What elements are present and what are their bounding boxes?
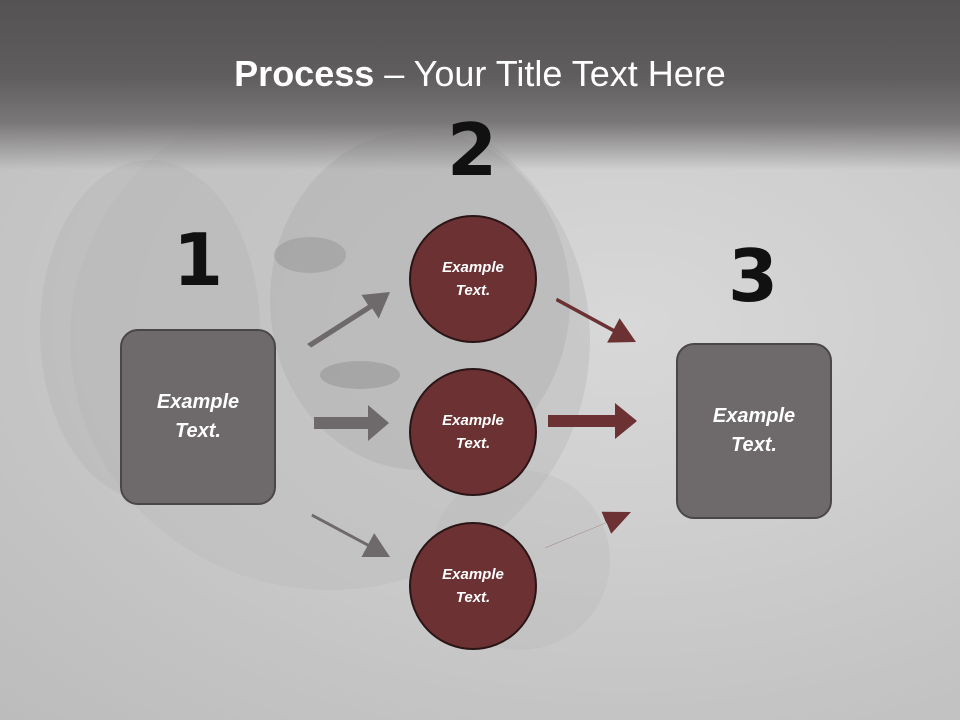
arrow-left-to-top: [307, 292, 390, 348]
step-number-3: 3: [727, 234, 779, 318]
circle-top: Example Text.: [409, 215, 537, 343]
step-number-1: 1: [172, 218, 224, 302]
arrow-left-to-middle: [314, 405, 389, 441]
circle-bottom-text: Example Text.: [442, 566, 504, 606]
step-number-2: 2: [446, 108, 498, 192]
circle-bottom: Example Text.: [409, 522, 537, 650]
title-bold: Process: [234, 53, 375, 94]
left-box-text: Example Text.: [156, 391, 240, 442]
arrow-top-to-right: [555, 297, 636, 343]
circle-top-text: Example Text.: [442, 259, 504, 299]
right-box-text: Example Text.: [712, 405, 796, 456]
arrow-middle-to-right: [548, 403, 637, 439]
circle-middle-text: Example Text.: [442, 412, 504, 452]
arrow-left-to-bottom: [311, 513, 390, 557]
slide-title: Process – Your Title Text Here: [0, 52, 960, 96]
title-rest: – Your Title Text Here: [374, 53, 726, 94]
title-band: [0, 0, 960, 170]
left-box: Example Text.: [120, 329, 276, 505]
right-box: Example Text.: [676, 343, 832, 519]
circle-middle: Example Text.: [409, 368, 537, 496]
arrow-bottom-to-right: [545, 511, 631, 548]
